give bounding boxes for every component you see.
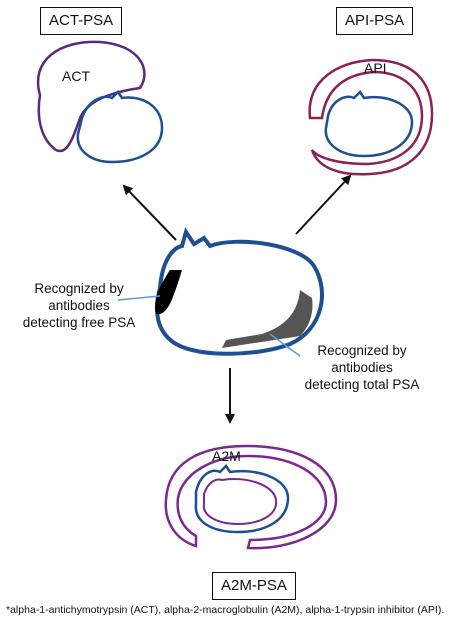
free-psa-complex: [155, 227, 324, 356]
api-psa-title: API-PSA: [336, 7, 414, 35]
footnote: *alpha-1-antichymotrypsin (ACT), alpha-2…: [6, 604, 445, 616]
arrow-to-api-psa: [295, 174, 352, 235]
total-psa-note: Recognized by antibodies detecting total…: [282, 342, 442, 393]
total-epitope-leader: [269, 333, 301, 357]
a2m-psa-complex: [164, 444, 338, 550]
free-psa-note-line-3: detecting free PSA: [22, 315, 136, 330]
act-psa-title: ACT-PSA: [40, 7, 123, 35]
total-psa-note-line-1: Recognized by: [317, 343, 407, 358]
free-epitope-leader: [117, 295, 161, 301]
a2m-label: A2M: [212, 448, 241, 464]
act-psa-complex: [36, 40, 164, 164]
total-psa-note-line-2: antibodies: [331, 360, 393, 375]
free-psa-note-line-1: Recognized by: [34, 281, 124, 296]
free-psa-epitope: [155, 270, 182, 315]
a2m-psa-title: A2M-PSA: [212, 572, 296, 600]
act-inhibitor-shape: [36, 40, 146, 153]
api-psa-complex: [308, 58, 434, 176]
arrow-to-act-psa: [122, 184, 177, 241]
a2m-psa-molecule: [194, 464, 290, 534]
total-psa-epitope: [222, 290, 313, 348]
free-psa-note-line-2: antibodies: [48, 298, 110, 313]
act-psa-molecule: [76, 90, 164, 164]
api-label: API: [364, 60, 387, 76]
a2m-inner-psa-outline: [202, 478, 278, 526]
api-inhibitor-shape: [308, 58, 434, 176]
api-psa-molecule: [324, 90, 414, 158]
act-label: ACT: [62, 68, 90, 84]
free-psa-molecule: [155, 227, 324, 356]
a2m-inhibitor-shape: [164, 444, 338, 550]
free-psa-note: Recognized by antibodies detecting free …: [4, 280, 154, 331]
total-psa-note-line-3: detecting total PSA: [304, 377, 420, 392]
